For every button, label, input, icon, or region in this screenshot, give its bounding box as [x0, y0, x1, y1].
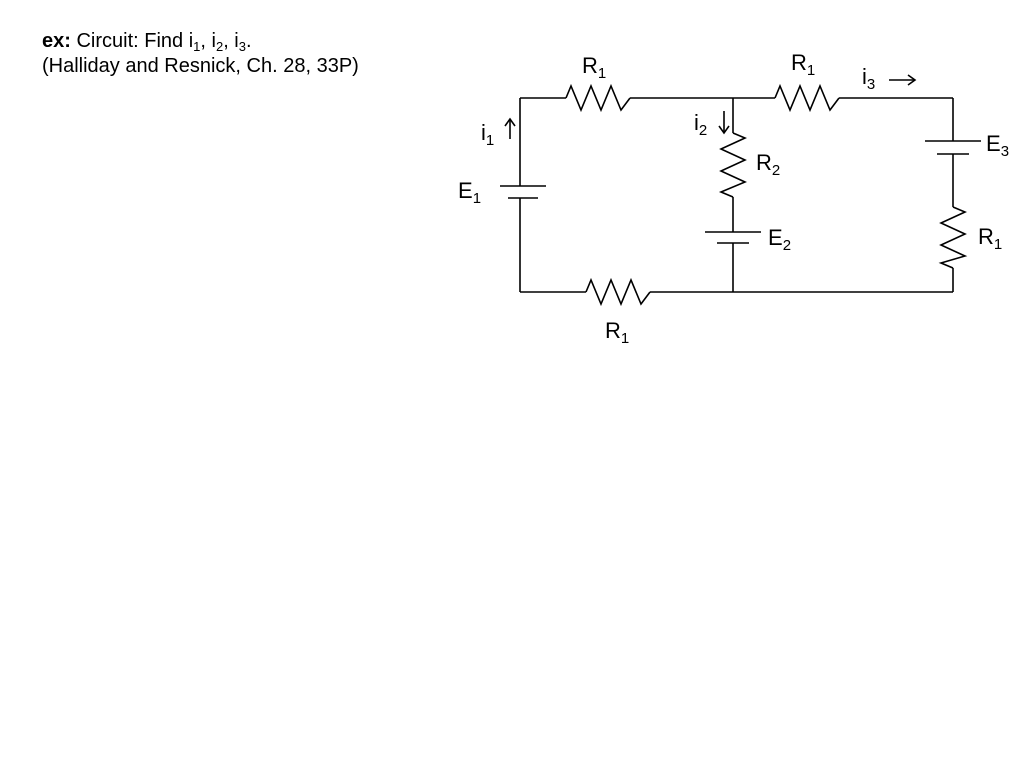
problem-sub-2: 2: [215, 39, 224, 54]
resistor-r1-bottom: [585, 277, 651, 307]
resistor-r1-right: [938, 206, 968, 269]
resistor-r2-middle: [718, 132, 747, 198]
label-e2: E2: [768, 225, 791, 254]
label-r1-right: R1: [978, 224, 1002, 253]
arrow-i3-right-icon: [889, 74, 917, 86]
label-r1-bottom: R1: [605, 318, 629, 347]
problem-end: .: [245, 30, 252, 52]
label-i3: i3: [862, 64, 875, 93]
arrow-i1-up-icon: [504, 117, 516, 139]
label-i2: i2: [694, 110, 707, 139]
label-r1-top-right: R1: [791, 50, 815, 79]
battery-e2: [705, 231, 761, 244]
circuit-wires: [519, 97, 954, 293]
battery-e3: [925, 140, 981, 155]
problem-statement: ex: Circuit: Find i1, i2, i3. (Halliday …: [42, 29, 359, 79]
problem-sub-1: 1: [193, 39, 201, 54]
problem-sep-1: , i: [200, 30, 216, 52]
arrow-i2-down-icon: [718, 111, 730, 135]
label-e1: E1: [458, 178, 481, 207]
label-i1: i1: [481, 120, 494, 149]
label-r1-top-left: R1: [582, 53, 606, 82]
problem-line-1: ex: Circuit: Find i1, i2, i3.: [42, 29, 359, 54]
problem-line-2: (Halliday and Resnick, Ch. 28, 33P): [42, 55, 359, 77]
resistor-r1-top-left: [565, 83, 631, 113]
problem-text: Circuit: Find i: [70, 30, 194, 52]
problem-sub-3: 3: [238, 39, 246, 54]
battery-e1: [500, 185, 546, 199]
resistor-r1-top-right: [774, 83, 840, 113]
problem-sep-2: , i: [223, 30, 239, 52]
ex-label: ex:: [42, 30, 71, 52]
label-e3: E3: [986, 131, 1009, 160]
label-r2: R2: [756, 150, 780, 179]
